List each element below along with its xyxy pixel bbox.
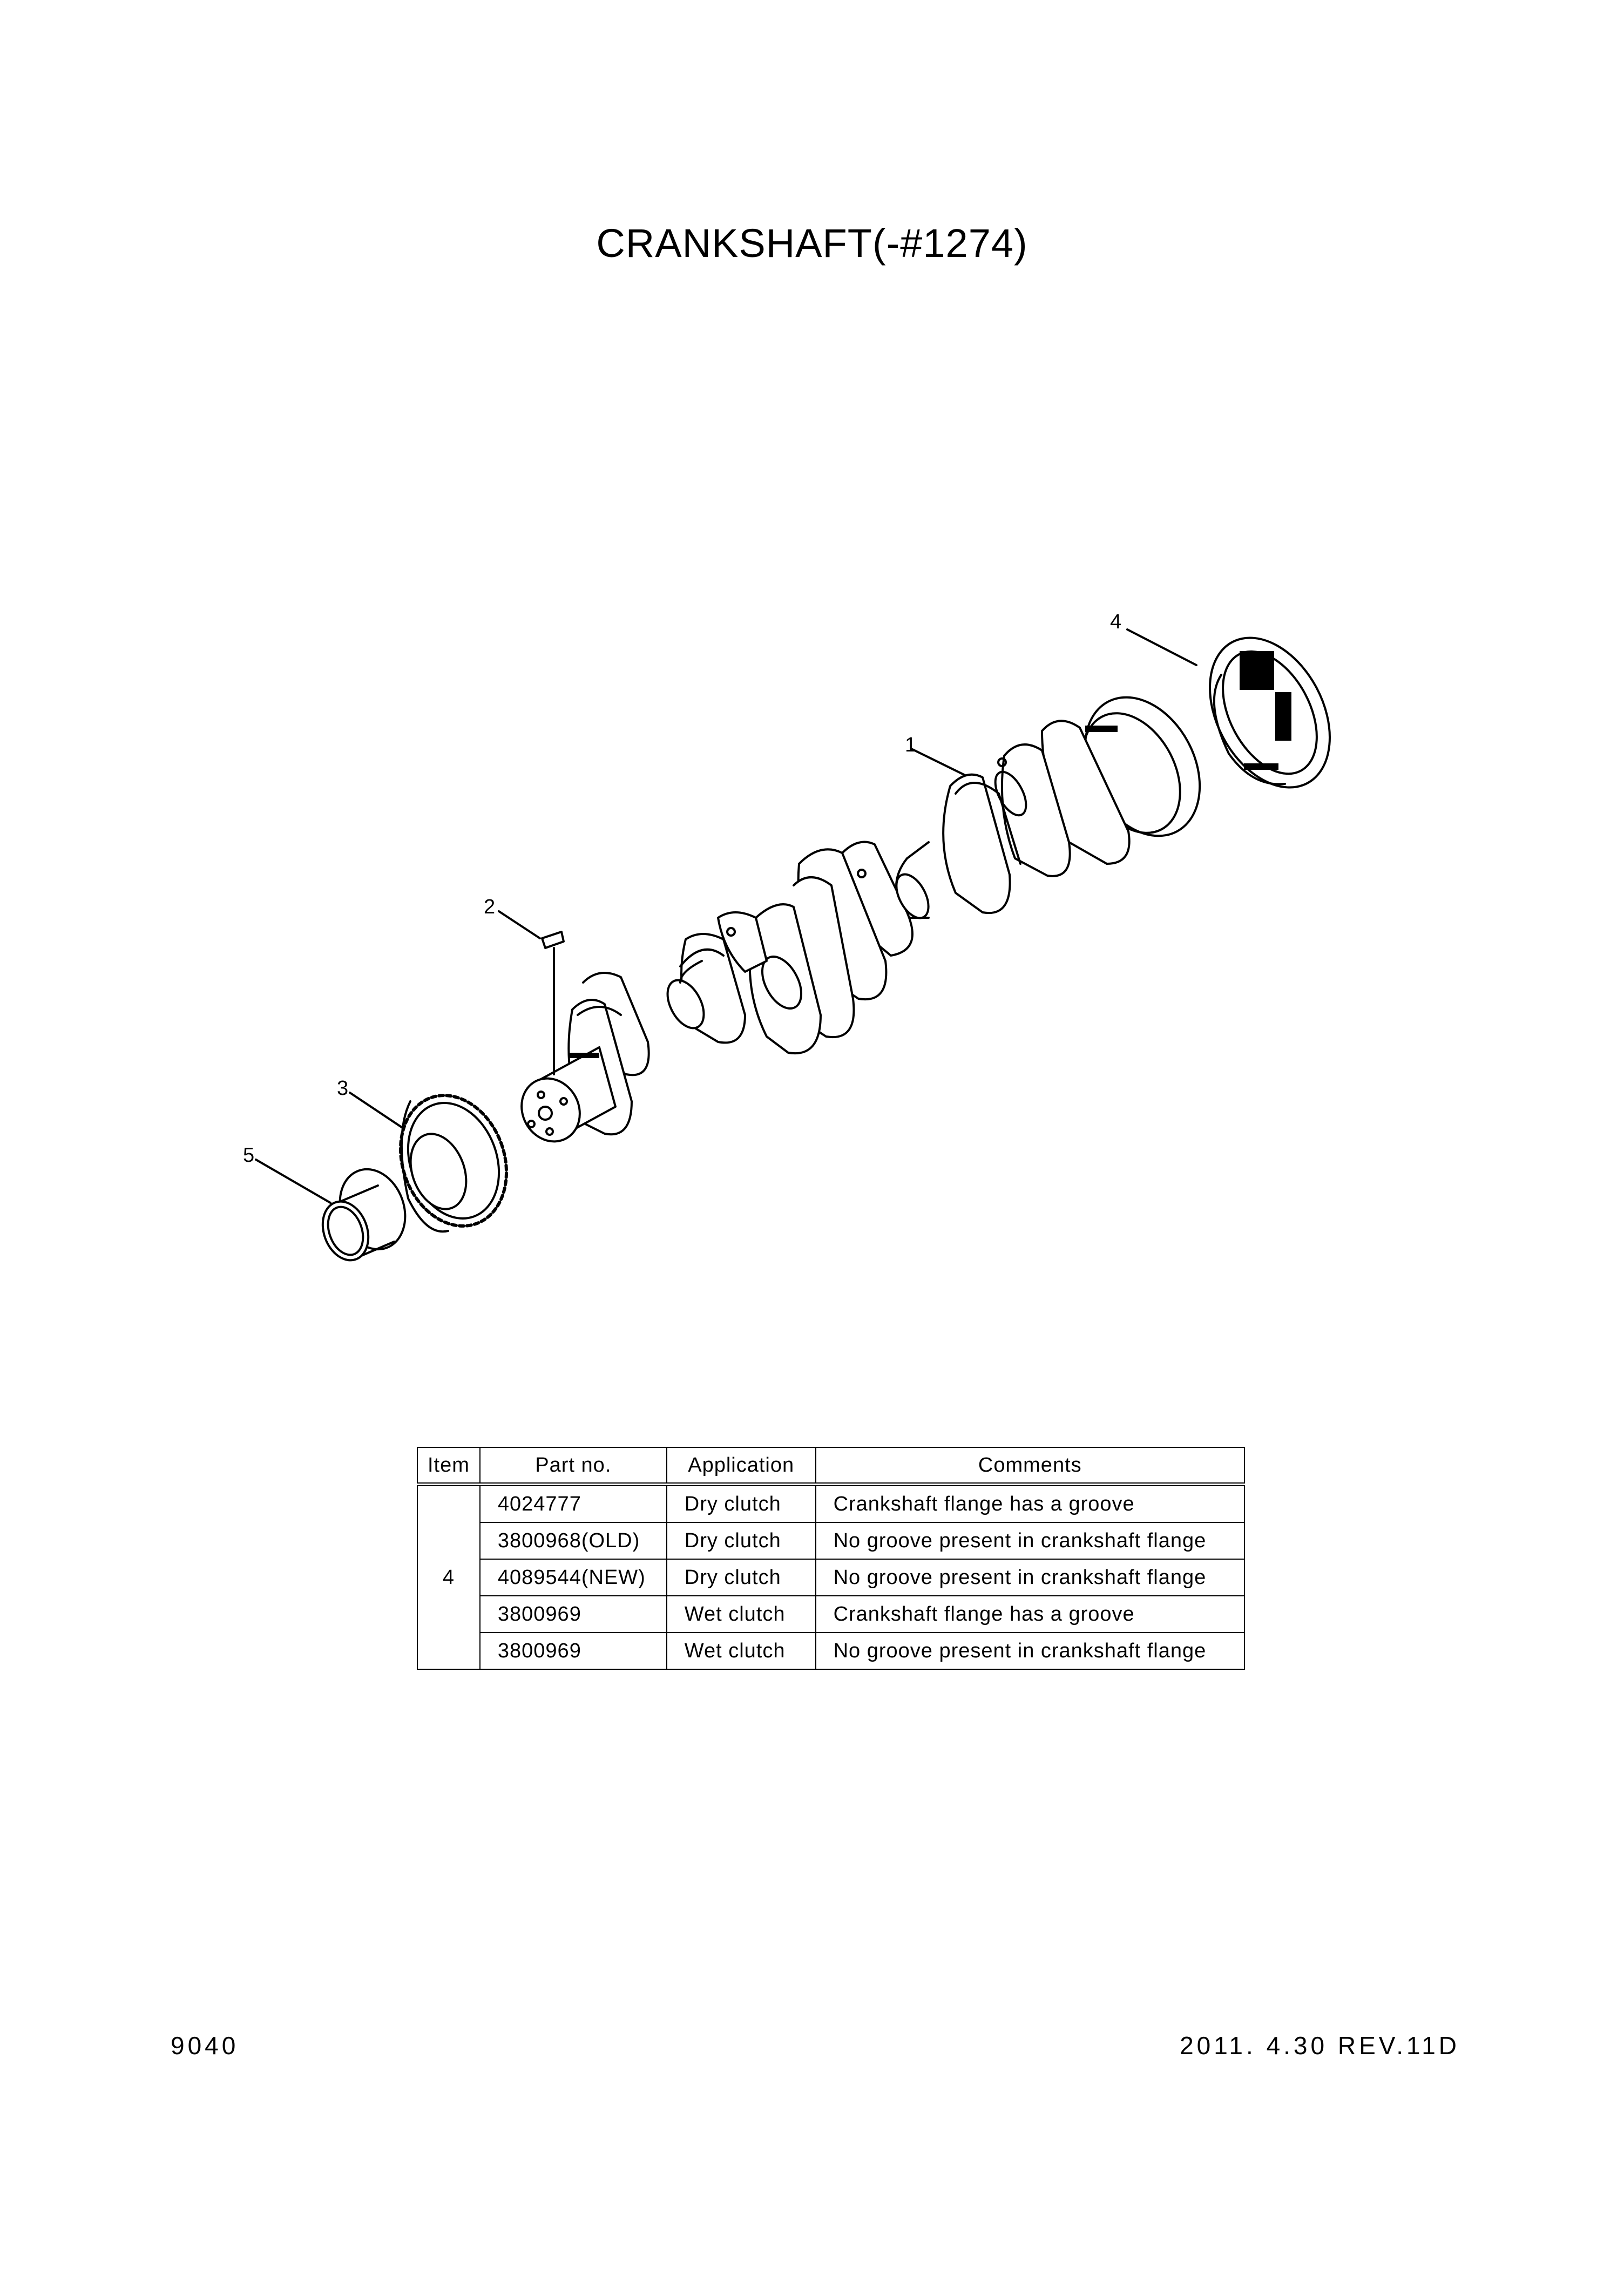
table-row: 3800969 Wet clutch No groove present in … bbox=[417, 1632, 1246, 1670]
table-row: 3800968(OLD) Dry clutch No groove presen… bbox=[417, 1522, 1246, 1560]
table-row: 4 4024777 Dry clutch Crankshaft flange h… bbox=[417, 1484, 1246, 1670]
comment: No groove present in crankshaft flange bbox=[815, 1522, 1246, 1560]
header-part-no: Part no. bbox=[479, 1447, 667, 1486]
part-number: 3800969 bbox=[479, 1632, 667, 1670]
application: Dry clutch bbox=[666, 1559, 816, 1596]
page-title: CRANKSHAFT(-#1274) bbox=[596, 221, 1028, 266]
page-number: 9040 bbox=[171, 2031, 239, 2060]
comment: No groove present in crankshaft flange bbox=[815, 1559, 1246, 1596]
revision-date: 2011. 4.30 REV.11D bbox=[1180, 2031, 1460, 2060]
header-application: Application bbox=[666, 1447, 816, 1486]
callout-label-2: 2 bbox=[484, 896, 495, 918]
header-comments: Comments bbox=[815, 1447, 1246, 1486]
item-number: 4 bbox=[417, 1484, 481, 1670]
parts-table: Item Part no. Application Comments 4 402… bbox=[417, 1447, 1246, 1670]
application: Dry clutch bbox=[666, 1522, 816, 1560]
callout-label-1: 1 bbox=[905, 734, 916, 756]
table-header-row: Item Part no. Application Comments bbox=[417, 1447, 1246, 1486]
callout-leaders bbox=[255, 628, 1197, 1204]
comment: Crankshaft flange has a groove bbox=[815, 1484, 1246, 1523]
part-number: 3800969 bbox=[479, 1595, 667, 1633]
part-number: 3800968(OLD) bbox=[479, 1522, 667, 1560]
part-1-crankshaft bbox=[520, 696, 1201, 1143]
application: Wet clutch bbox=[666, 1595, 816, 1633]
part-5-bushing bbox=[321, 1168, 407, 1262]
comment: No groove present in crankshaft flange bbox=[815, 1632, 1246, 1670]
table-row: 4089544(NEW) Dry clutch No groove presen… bbox=[417, 1559, 1246, 1596]
part-2-key bbox=[541, 931, 565, 1075]
callout-label-5: 5 bbox=[243, 1144, 254, 1167]
part-3-gear bbox=[399, 1094, 508, 1233]
callout-label-3: 3 bbox=[337, 1077, 348, 1100]
comment: Crankshaft flange has a groove bbox=[815, 1595, 1246, 1633]
part-number: 4024777 bbox=[479, 1484, 667, 1523]
application: Dry clutch bbox=[666, 1484, 816, 1523]
callout-label-4: 4 bbox=[1110, 611, 1121, 633]
table-row: 3800969 Wet clutch Crankshaft flange has… bbox=[417, 1595, 1246, 1633]
part-4-rear-seal bbox=[1209, 636, 1331, 789]
header-item: Item bbox=[417, 1447, 481, 1486]
part-number: 4089544(NEW) bbox=[479, 1559, 667, 1596]
application: Wet clutch bbox=[666, 1632, 816, 1670]
crankshaft-exploded-diagram: 4 1 2 3 5 bbox=[243, 611, 1331, 1262]
